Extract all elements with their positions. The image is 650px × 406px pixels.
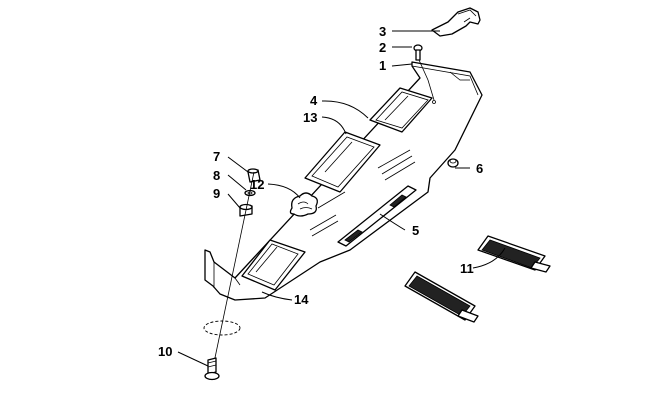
callout-10: 10 — [158, 344, 172, 359]
callout-13: 13 — [303, 110, 317, 125]
callout-5: 5 — [412, 223, 419, 238]
side-rail — [337, 185, 417, 247]
callout-8: 8 — [213, 168, 220, 183]
pad-part-12 — [289, 192, 318, 217]
rivet-part-2 — [413, 44, 423, 61]
callout-7: 7 — [213, 149, 220, 164]
callout-2: 2 — [379, 40, 386, 55]
washer-outline — [203, 320, 241, 336]
callout-6: 6 — [476, 161, 483, 176]
rear-cutout — [369, 87, 433, 133]
middle-cutout — [304, 131, 381, 193]
spacer-part-7 — [247, 168, 261, 183]
callout-3: 3 — [379, 24, 386, 39]
bracket-part-3 — [431, 7, 481, 37]
callout-4: 4 — [310, 93, 318, 108]
callout-12: 12 — [250, 177, 264, 192]
callout-labels: 3 2 1 4 13 6 7 8 9 12 5 11 14 10 — [158, 24, 483, 359]
front-cutout — [241, 239, 306, 291]
callout-9: 9 — [213, 186, 220, 201]
leader-lines — [177, 30, 506, 367]
callout-14: 14 — [294, 292, 309, 307]
nut-part-6 — [447, 158, 459, 168]
callout-11: 11 — [460, 261, 474, 276]
grip-strip-lower — [404, 271, 479, 323]
screw-part-10 — [204, 357, 220, 381]
skid-plate — [204, 61, 483, 301]
callout-1: 1 — [379, 58, 386, 73]
grip-strip-upper — [477, 235, 551, 273]
